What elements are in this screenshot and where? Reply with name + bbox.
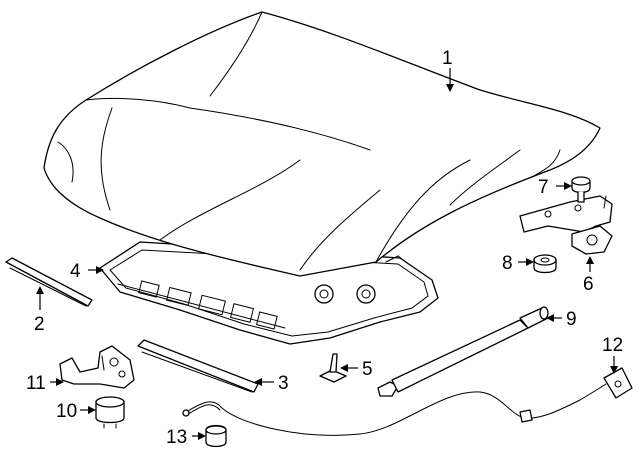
callout-6: 6 (583, 274, 594, 295)
push-pin (319, 353, 347, 383)
hood-latch (59, 345, 135, 389)
release-handle (205, 424, 227, 448)
hood-hinge (519, 195, 613, 255)
leader-lines (36, 68, 618, 440)
hood-inner-panel (99, 241, 439, 345)
callout-13: 13 (166, 427, 187, 448)
callout-1: 1 (442, 48, 453, 69)
hood-bumper (95, 396, 125, 429)
callout-2: 2 (34, 314, 45, 335)
callout-11: 11 (26, 373, 46, 394)
hood-inner-slots (138, 280, 278, 330)
callout-4: 4 (70, 261, 81, 282)
callout-3: 3 (278, 373, 289, 394)
release-cable (182, 367, 633, 436)
callout-7: 7 (538, 177, 549, 198)
callout-12: 12 (602, 335, 623, 356)
lift-support-strut (377, 306, 549, 397)
callout-10: 10 (56, 401, 77, 422)
callout-5: 5 (362, 359, 373, 380)
callout-labels: 1 2 3 4 5 6 7 8 9 10 11 12 13 (26, 48, 623, 448)
hinge-nut (533, 254, 557, 274)
hinge-bolt (571, 176, 591, 203)
callout-8: 8 (502, 253, 513, 274)
front-seal-strip (5, 257, 93, 307)
callout-9: 9 (566, 309, 577, 330)
hood-outer-panel (43, 11, 601, 277)
hood-inner-bumpers (314, 284, 376, 304)
rear-seal-strip (137, 339, 259, 393)
